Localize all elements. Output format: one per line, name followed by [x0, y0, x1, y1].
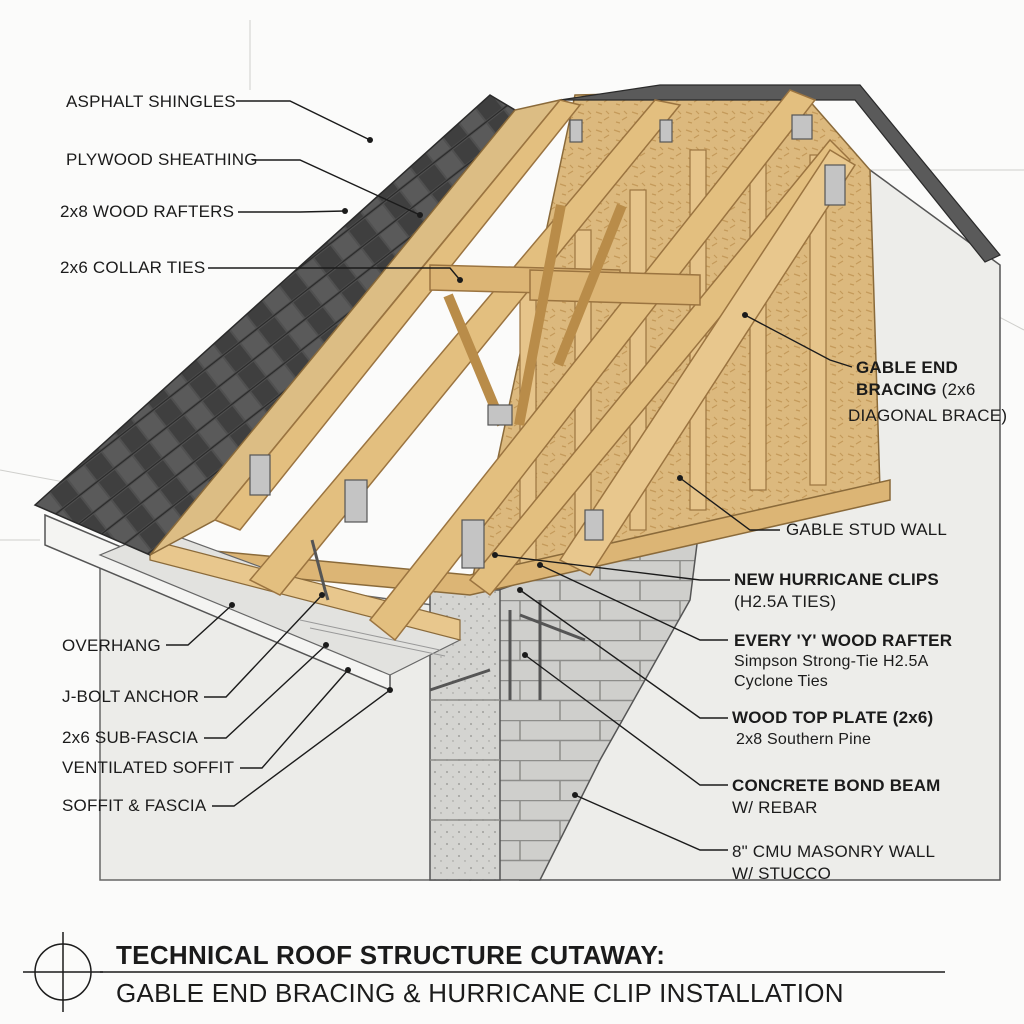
- truss-webs: [443, 203, 627, 427]
- leader-arrowheads: [229, 137, 748, 798]
- label-every-rafter-line1: EVERY 'Y' WOOD RAFTER: [734, 631, 953, 650]
- label-soffit-fascia: SOFFIT & FASCIA: [62, 796, 207, 815]
- hurricane-clips: [249, 114, 846, 569]
- label-gable-stud-wall: GABLE STUD WALL: [786, 520, 948, 539]
- title-target-symbol: [23, 932, 945, 1012]
- j-bolt: [310, 539, 330, 601]
- label-wood-rafters: 2x8 WOOD RAFTERS: [60, 202, 235, 221]
- label-top-plate-line1: WOOD TOP PLATE (2x6): [732, 708, 934, 727]
- gable-diagonal-brace: [558, 148, 857, 576]
- soffit-vents: [299, 619, 446, 657]
- label-sub-fascia: 2x6 SUB-FASCIA: [62, 728, 199, 747]
- rebar: [429, 600, 586, 700]
- label-gable-bracing-line2: BRACING (2x6: [856, 380, 976, 400]
- label-gable-bracing-bold: BRACING: [856, 380, 937, 399]
- label-j-bolt: J-BOLT ANCHOR: [62, 687, 200, 706]
- label-gable-bracing-line1: GABLE END: [856, 358, 958, 377]
- label-collar-ties: 2x6 COLLAR TIES: [60, 258, 206, 277]
- label-top-plate-line2: 2x8 Southern Pine: [736, 731, 872, 748]
- label-every-rafter-line3: Cyclone Ties: [734, 673, 828, 690]
- diagram-subtitle: GABLE END BRACING & HURRICANE CLIP INSTA…: [116, 978, 844, 1008]
- label-bond-beam-line1: CONCRETE BOND BEAM: [732, 776, 941, 795]
- label-gable-bracing-line3: DIAGONAL BRACE): [848, 406, 1008, 425]
- label-asphalt-shingles: ASPHALT SHINGLES: [66, 92, 236, 111]
- leader-lines: [166, 100, 853, 851]
- label-every-rafter-line2: Simpson Strong-Tie H2.5A: [734, 653, 929, 670]
- label-overhang: OVERHANG: [62, 636, 161, 655]
- ridge-cap: [559, 84, 1001, 263]
- collar-ties: [429, 264, 701, 306]
- label-ventilated-soffit: VENTILATED SOFFIT: [62, 758, 235, 777]
- label-bond-beam-line2: W/ REBAR: [732, 798, 818, 817]
- label-hurricane-clips-line1: NEW HURRICANE CLIPS: [734, 570, 939, 589]
- label-hurricane-clips-line2: (H2.5A TIES): [734, 592, 837, 611]
- label-cmu-wall-line1: 8" CMU MASONRY WALL: [732, 842, 936, 861]
- label-cmu-wall-line2: W/ STUCCO: [732, 864, 832, 883]
- diagram-title: TECHNICAL ROOF STRUCTURE CUTAWAY:: [116, 940, 666, 970]
- label-plywood-sheathing: PLYWOOD SHEATHING: [66, 150, 258, 169]
- label-gable-bracing-size: (2x6: [936, 380, 976, 399]
